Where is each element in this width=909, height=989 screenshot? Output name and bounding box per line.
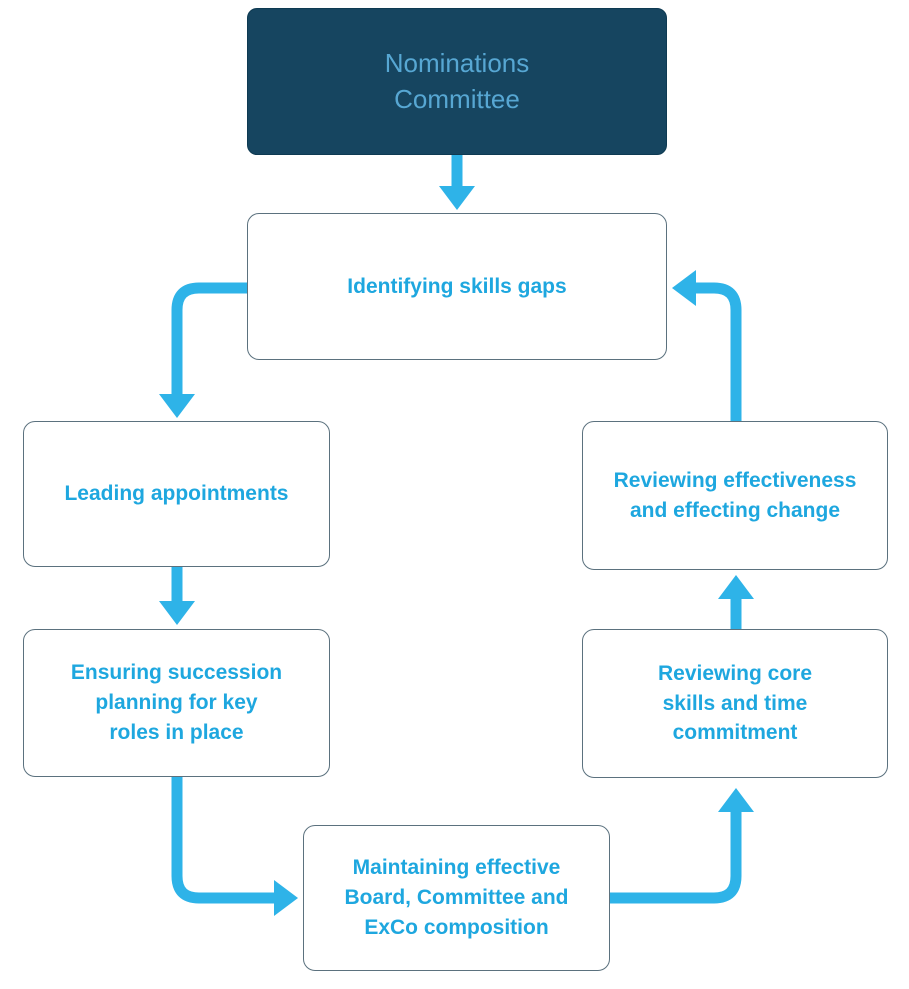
- connector-ensuring-to-maintaining: [171, 777, 298, 916]
- node-leading-appointments: Leading appointments: [23, 421, 330, 567]
- connector-maintaining-to-reviewing-core: [610, 788, 754, 904]
- connector-effectiveness-to-identifying: [672, 270, 742, 421]
- node-nominations-committee: Nominations Committee: [247, 8, 667, 155]
- node-reviewing-effectiveness: Reviewing effectiveness and effecting ch…: [582, 421, 888, 570]
- connector-identifying-to-leading: [159, 282, 247, 418]
- connector-committee-to-identifying: [439, 155, 475, 210]
- node-identifying-skills-gaps: Identifying skills gaps: [247, 213, 667, 360]
- node-reviewing-core-skills-label: Reviewing core skills and time commitmen…: [657, 661, 813, 745]
- node-ensuring-succession-planning: Ensuring succession planning for key rol…: [23, 629, 330, 777]
- node-maintaining-effective-composition: Maintaining effective Board, Committee a…: [303, 825, 610, 971]
- node-maintaining-effective-composition-label: Maintaining effective Board, Committee a…: [344, 856, 569, 939]
- node-reviewing-core-skills: Reviewing core skills and time commitmen…: [582, 629, 888, 778]
- connector-reviewing-core-to-effectiveness: [718, 575, 754, 629]
- node-identifying-skills-gaps-label: Identifying skills gaps: [347, 274, 567, 298]
- node-reviewing-effectiveness-label: Reviewing effectiveness and effecting ch…: [613, 468, 857, 522]
- node-leading-appointments-label: Leading appointments: [64, 482, 289, 506]
- node-ensuring-succession-planning-label: Ensuring succession planning for key rol…: [70, 661, 283, 744]
- node-nominations-committee-label: Nominations Committee: [384, 48, 530, 114]
- connector-leading-to-ensuring: [159, 567, 195, 625]
